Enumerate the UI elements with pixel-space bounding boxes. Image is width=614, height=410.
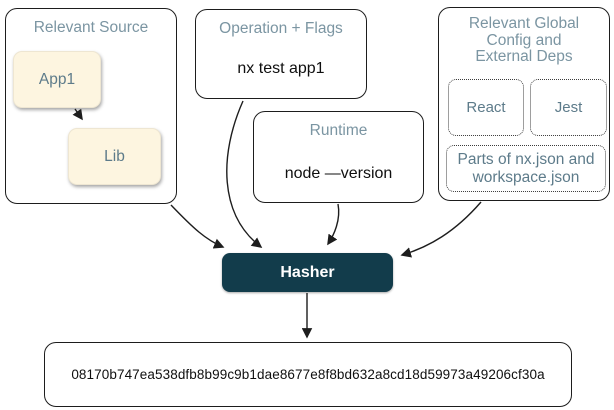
relevant-source-group: Relevant Source App1 Lib	[5, 8, 177, 204]
arrow-source-to-hasher	[170, 204, 225, 249]
arrow-config-to-hasher	[400, 201, 482, 258]
global-config-title: Relevant Global Config and External Deps	[439, 8, 609, 66]
operation-flags-title: Operation + Flags	[219, 20, 343, 37]
app1-node: App1	[13, 51, 101, 108]
global-config-title-line1: Relevant Global	[468, 15, 580, 32]
operation-command: nx test app1	[237, 60, 325, 77]
hash-value: 08170b747ea538dfb8b99c9b1dae8677e8f8bd63…	[71, 367, 545, 382]
operation-flags-box: Operation + Flags nx test app1	[195, 9, 367, 99]
lib-label: Lib	[104, 147, 125, 165]
runtime-title: Runtime	[309, 122, 368, 139]
hasher-label: Hasher	[280, 263, 335, 281]
global-config-title-line2: Config and	[486, 31, 562, 49]
lib-node: Lib	[68, 128, 161, 185]
react-dep-box: React	[448, 79, 524, 136]
app1-label: App1	[38, 70, 76, 88]
react-dep-label: React	[466, 98, 506, 116]
relevant-source-title: Relevant Source	[33, 19, 149, 36]
config-files-box: Parts of nx.json and workspace.json	[446, 145, 606, 192]
global-config-title-line3: External Deps	[475, 48, 573, 65]
runtime-command: node —version	[284, 165, 393, 182]
config-files-label: Parts of nx.json and workspace.json	[457, 150, 595, 186]
global-config-group: Relevant Global Config and External Deps…	[438, 7, 610, 201]
hash-output-box: 08170b747ea538dfb8b99c9b1dae8677e8f8bd63…	[44, 342, 572, 407]
jest-dep-box: Jest	[530, 79, 607, 136]
hasher-node: Hasher	[222, 253, 393, 292]
jest-dep-label: Jest	[554, 98, 583, 116]
runtime-box: Runtime node —version	[253, 111, 424, 203]
arrow-runtime-to-hasher	[327, 203, 340, 246]
